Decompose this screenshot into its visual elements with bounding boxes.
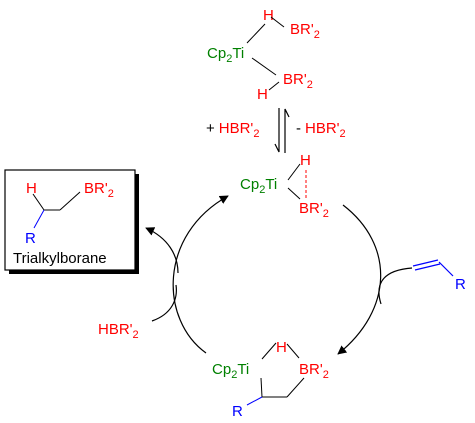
product-h-label: H <box>26 180 37 197</box>
metallacycle-h-b-bond <box>286 343 300 359</box>
alkene-entry-arrow <box>378 267 413 305</box>
hbr-entry-arrow <box>151 284 177 322</box>
product-br-label: BR' <box>84 180 108 197</box>
top-ti-b2-bond <box>251 57 277 76</box>
alkene-r-label: R <box>455 276 466 293</box>
top-ti-h1-bond <box>246 23 266 44</box>
top-br1-subscript: 2 <box>314 29 320 41</box>
top-h2-label: H <box>257 86 268 103</box>
top-br2-subscript: 2 <box>307 79 313 91</box>
top-ti-label: Ti <box>232 45 244 62</box>
equilibrium-arrows: +HBR'2 -HBR'2 <box>206 108 346 153</box>
top-br2-group: BR'2 <box>283 71 313 91</box>
metallacycle-cp2ti-group: Cp2Ti <box>212 361 249 381</box>
svg-text:HBR'2: HBR'2 <box>98 321 139 341</box>
product-br-subscript: 2 <box>108 188 114 200</box>
metallacycle-ti-h-bond <box>261 342 277 360</box>
product-c-b-bond <box>59 191 81 211</box>
sigma-cp-subscript: 2 <box>259 184 265 196</box>
product-caption: Trialkylborane <box>13 250 107 267</box>
trialkylborane-product-box: H BR'2 R Trialkylborane <box>4 169 139 274</box>
alkene-bond-1 <box>412 259 439 267</box>
down-equilibrium-arrow <box>274 108 280 153</box>
plus-hbr-reagent: HBR' <box>219 120 254 137</box>
metallacycle-c-b-bond <box>286 377 305 398</box>
top-br1-group: BR'2 <box>290 21 320 41</box>
sigma-borane-complex: Cp2Ti H BR'2 <box>240 152 329 220</box>
sigma-cp2ti-group: Cp2Ti <box>240 176 277 196</box>
metallacycle-ti-label: Ti <box>237 361 249 378</box>
product-c-r-bond <box>33 209 45 229</box>
sigma-ti-label: Ti <box>265 176 277 193</box>
metallacycle-br-group: BR'2 <box>299 361 329 381</box>
top-cp2ti-group: Cp2Ti <box>207 45 244 65</box>
top-br2-label: BR' <box>283 71 307 88</box>
metallacycle-h-label: H <box>276 339 287 356</box>
metallacycle-r-label: R <box>232 403 243 420</box>
right-cycle-arrow <box>337 204 382 355</box>
plus-sign: + <box>206 120 215 137</box>
top-h1-label: H <box>263 7 274 24</box>
top-br1-label: BR' <box>290 21 314 38</box>
product-release-arrow <box>145 227 179 274</box>
top-cp-subscript: 2 <box>226 53 232 65</box>
minus-hbr-label: -HBR'2 <box>296 120 346 140</box>
product-h-c-bond <box>32 193 45 211</box>
cycle-arrows <box>145 195 413 355</box>
top-h2-b-bond <box>268 81 280 91</box>
alkene-substrate: R <box>412 259 466 293</box>
plus-hbr-label: +HBR'2 <box>206 120 259 140</box>
product-br-group: BR'2 <box>84 180 114 200</box>
top-h1-b-bond <box>270 16 285 28</box>
left-cycle-arrow <box>172 195 229 354</box>
metallacycle-cp-label: Cp <box>212 361 231 378</box>
hbr-input-reagent: HBR' <box>98 321 133 338</box>
product-r-label: R <box>25 230 36 247</box>
sigma-br-group: BR'2 <box>299 200 329 220</box>
metallacycle-ti-c-bond <box>260 377 263 398</box>
metallacycle-cp-subscript: 2 <box>231 369 237 381</box>
minus-hbr-reagent: HBR' <box>305 120 340 137</box>
metallacycle-complex: Cp2Ti H BR'2 R <box>212 339 329 420</box>
alkene-r-bond <box>438 261 454 277</box>
sigma-ti-h-bond <box>287 163 301 181</box>
minus-sign: - <box>296 120 301 137</box>
hbr-input-subscript: 2 <box>133 329 139 341</box>
minus-hbr-subscript: 2 <box>340 128 346 140</box>
plus-hbr-subscript: 2 <box>253 128 259 140</box>
sigma-br-label: BR' <box>299 200 323 217</box>
up-equilibrium-arrow <box>284 108 290 153</box>
top-bis-borane-complex: H BR'2 Cp2Ti BR'2 H <box>207 7 320 103</box>
alkene-bond-2 <box>414 263 441 271</box>
sigma-br-subscript: 2 <box>323 208 329 220</box>
product-box-frame <box>4 169 136 271</box>
sigma-ti-b-bond <box>287 187 301 200</box>
sigma-cp-label: Cp <box>240 176 259 193</box>
metallacycle-c-r-bond <box>246 396 263 406</box>
sigma-h-label: H <box>300 152 311 169</box>
hbr-input-label: HBR'2 <box>98 321 139 341</box>
top-cp-label: Cp <box>207 45 226 62</box>
metallacycle-br-label: BR' <box>299 361 323 378</box>
metallacycle-br-subscript: 2 <box>323 369 329 381</box>
